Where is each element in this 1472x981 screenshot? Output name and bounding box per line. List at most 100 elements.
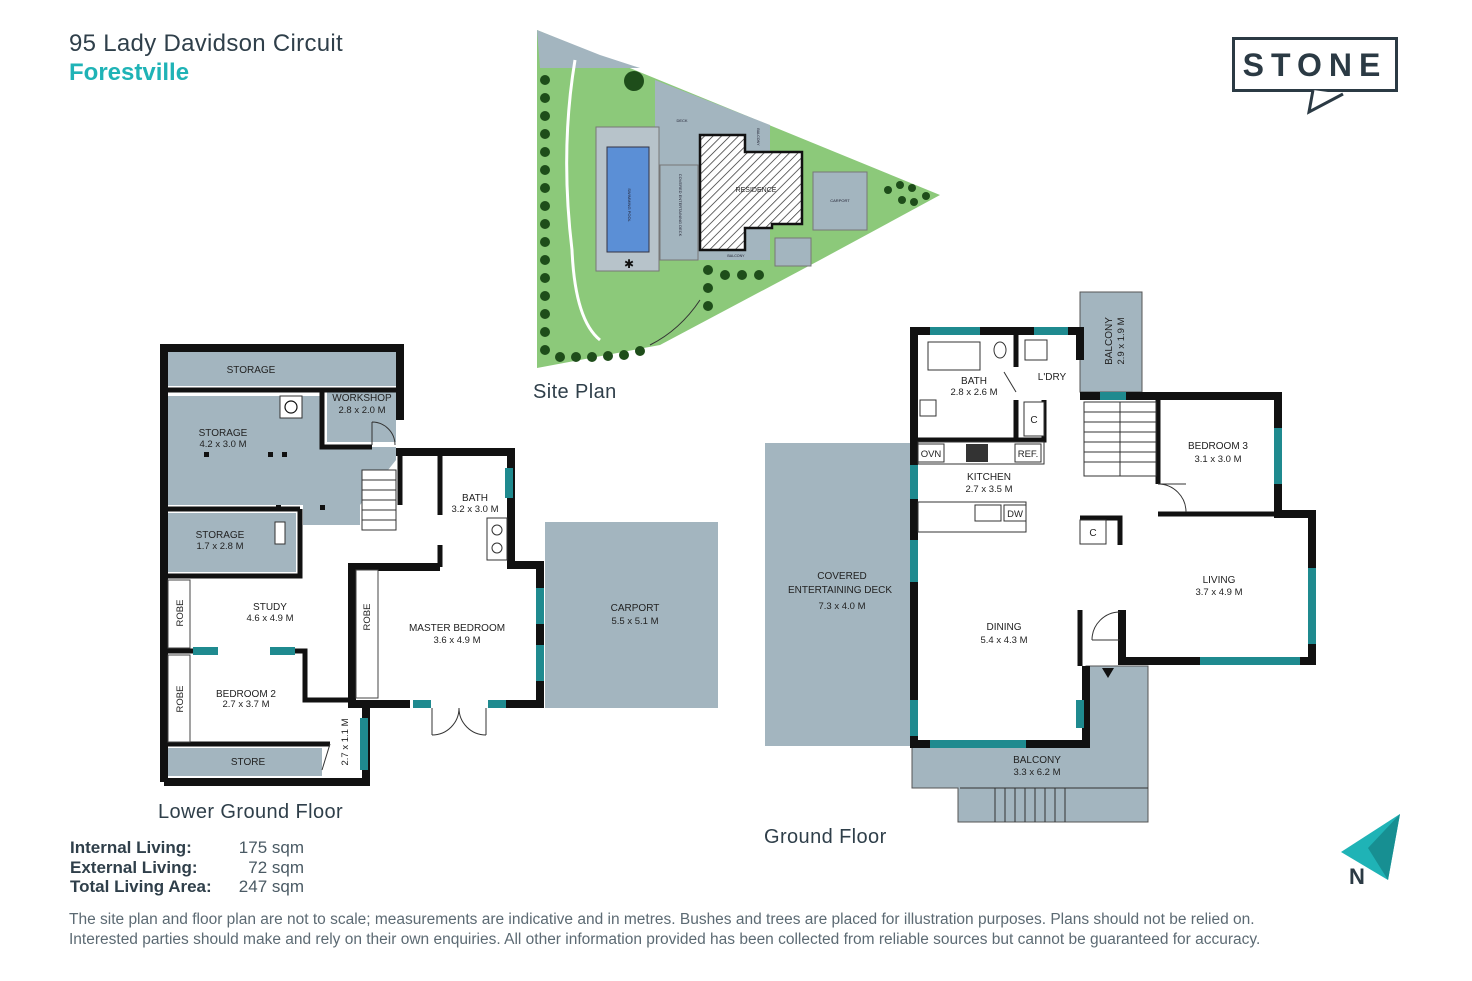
site-balcony-bottom-label: BALCONY	[727, 254, 745, 258]
gf-bedroom3-label: BEDROOM 3	[1188, 441, 1248, 452]
site-tree-icon: ✱	[624, 257, 634, 271]
gf-covered-deck-label-2: ENTERTAINING DECK	[788, 585, 892, 596]
gf-fridge-box	[1014, 443, 1042, 463]
lg-study-label: STUDY	[253, 602, 287, 613]
address-line-1: 95 Lady Davidson Circuit	[69, 30, 344, 57]
lg-study-dim: 4.6 x 4.9 M	[247, 613, 294, 624]
gf-bath-dim: 2.8 x 2.6 M	[951, 387, 998, 398]
stone-logo: STONE	[1232, 37, 1398, 115]
gf-wall-south	[914, 666, 1090, 748]
gf-covered-deck	[765, 443, 910, 746]
address-suburb: Forestville	[69, 59, 190, 86]
gf-balcony-label: BALCONY	[1013, 755, 1061, 766]
stat-internal-label: Internal Living:	[70, 838, 192, 857]
site-residence-label: RESIDENCE	[736, 187, 777, 194]
lg-robe-2	[355, 569, 379, 699]
gf-balcony-side	[1079, 291, 1143, 393]
lg-sink-2-icon	[491, 542, 503, 554]
lg-columns	[204, 452, 325, 510]
lg-store-label: STORE	[231, 757, 266, 768]
stat-internal-value: 175 sqm	[238, 838, 304, 857]
gf-laundry-tub-icon	[1024, 339, 1048, 361]
lg-vanity-icon	[486, 517, 508, 561]
gf-kitchen-sink-icon	[974, 504, 1002, 522]
gf-living-label: LIVING	[1203, 575, 1236, 586]
disclaimer-line-2: Interested parties should make and rely …	[69, 931, 1261, 948]
gf-cupboard-2-label: C	[1089, 528, 1096, 539]
compass-n-label: N	[1349, 864, 1365, 889]
gf-wall-west	[910, 327, 1084, 748]
lg-master-label: MASTER BEDROOM	[409, 623, 505, 634]
gf-dining-dim: 5.4 x 4.3 M	[981, 635, 1028, 646]
lg-hall-dim: 2.7 x 1.1 M	[340, 718, 351, 765]
site-driveway-top	[537, 30, 640, 68]
lg-storage-2-label: STORAGE	[196, 530, 245, 541]
lg-robe-3	[167, 654, 191, 743]
lg-carport-dim: 5.5 x 5.1 M	[612, 616, 659, 627]
gf-balcony-side-dim: 2.9 x 1.9 M	[1116, 317, 1127, 364]
gf-stairs	[1083, 401, 1157, 477]
gf-covered-deck-label-1: COVERED	[817, 571, 866, 582]
stat-total-value: 247 sqm	[238, 877, 304, 896]
lg-bedroom2-dim: 2.7 x 3.7 M	[223, 699, 270, 710]
lg-drain-icon	[284, 400, 298, 414]
logo-text: STONE	[1242, 47, 1388, 83]
site-deck-label: DECK	[676, 118, 687, 123]
lg-wall-master-left	[348, 563, 440, 708]
site-boundary-curve	[649, 299, 701, 346]
site-plan: SWIMMING POOL COVERED ENTERTAINING DECK …	[537, 30, 940, 368]
gf-kitchen-dim: 2.7 x 3.5 M	[966, 484, 1013, 495]
gf-entry-arrow-icon	[1102, 668, 1114, 678]
lg-storage-2-dim: 1.7 x 2.8 M	[197, 541, 244, 552]
site-carport	[812, 171, 868, 231]
disclaimer-line-1: The site plan and floor plan are not to …	[69, 911, 1255, 928]
lower-ground-plan: STORAGE WORKSHOP 2.8 x 2.0 M STORAGE 4.2…	[160, 344, 718, 786]
gf-covered-deck-dim: 7.3 x 4.0 M	[819, 601, 866, 612]
lower-ground-title: Lower Ground Floor	[158, 801, 344, 823]
gf-fridge-label: REF.	[1018, 449, 1039, 460]
gf-bedroom3-dim: 3.1 x 3.0 M	[1195, 454, 1242, 465]
gf-balcony-side-label: BALCONY	[1104, 317, 1115, 365]
site-steps	[774, 237, 812, 267]
lg-workshop-dim: 2.8 x 2.0 M	[339, 405, 386, 416]
lg-wall-storage-2-right	[168, 509, 303, 579]
gf-cupboard-1-box	[1023, 401, 1045, 437]
lg-stairs	[361, 469, 397, 531]
lg-storage-top-label: STORAGE	[227, 365, 276, 376]
lg-robe-1	[167, 579, 191, 649]
site-covered-deck-label: COVERED ENTERTAINING DECK	[678, 174, 683, 237]
site-pool-label: SWIMMING POOL	[627, 188, 632, 222]
lg-master-double-door	[431, 707, 487, 736]
lg-robe-1-label: ROBE	[175, 600, 186, 627]
site-plan-title: Site Plan	[533, 381, 617, 403]
lg-robe-3-label: ROBE	[175, 686, 186, 713]
gf-door-laundry	[1003, 371, 1017, 393]
lg-windows	[193, 468, 544, 770]
site-carport-label: CARPORT	[830, 198, 850, 203]
lg-wall-workshop	[319, 390, 372, 450]
gf-dishwasher-box	[1003, 504, 1027, 522]
lg-store-door	[321, 743, 331, 771]
gf-wall-east	[1080, 392, 1316, 665]
gf-cupboard-2-box	[1079, 519, 1107, 545]
lg-bedroom2-label: BEDROOM 2	[216, 689, 276, 700]
gf-basin-icon	[919, 399, 937, 417]
gf-laundry-label: L'DRY	[1038, 372, 1067, 383]
lg-wall-bath-right	[396, 448, 544, 708]
lg-bath-dim: 3.2 x 3.0 M	[452, 504, 499, 515]
gf-windows	[910, 327, 1316, 748]
lg-storage-1-dim: 4.2 x 3.0 M	[200, 439, 247, 450]
lg-carport-label: CARPORT	[611, 603, 660, 614]
lg-master-dim: 3.6 x 4.9 M	[434, 635, 481, 646]
stat-external-value: 72 sqm	[248, 858, 304, 877]
gf-cupboard-1-label: C	[1030, 415, 1037, 426]
stat-total-label: Total Living Area:	[70, 877, 212, 896]
lg-storage-top-fill	[168, 352, 396, 386]
gf-living-dim: 3.7 x 4.9 M	[1196, 587, 1243, 598]
lg-workshop-door	[371, 421, 396, 446]
gf-door-bedroom3	[1157, 483, 1187, 513]
gf-toilet-icon	[993, 341, 1007, 359]
gf-door-stair	[1091, 611, 1121, 641]
lg-store-fill	[168, 748, 322, 776]
gf-balcony-steps	[960, 787, 1148, 822]
